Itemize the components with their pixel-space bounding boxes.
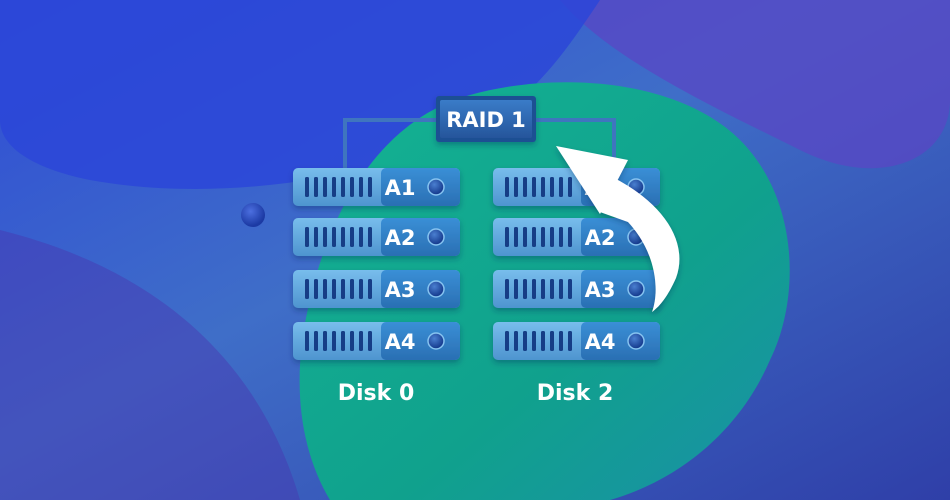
drive-led-icon xyxy=(427,228,445,246)
drive-panel xyxy=(581,270,660,308)
drive-vent-icon xyxy=(505,177,572,197)
connector-left xyxy=(343,118,440,168)
raid-label: RAID 1 xyxy=(446,108,526,132)
drive-panel xyxy=(381,270,460,308)
drive-slot-label: A2 xyxy=(585,226,616,250)
raid-label-box: RAID 1 xyxy=(436,96,536,142)
drive-bay: A3 xyxy=(293,270,460,308)
background-purple-blob xyxy=(560,0,950,169)
drive-panel xyxy=(381,322,460,360)
curved-arrow-icon xyxy=(556,146,680,312)
drive-slot-label: A3 xyxy=(385,278,416,302)
drive-led-icon xyxy=(627,332,645,350)
drive-vent-icon xyxy=(305,331,372,351)
decorative-dot-icon xyxy=(241,203,265,227)
drive-slot-label: A4 xyxy=(385,330,416,354)
drive-led-icon xyxy=(627,280,645,298)
drive-slot-label: A3 xyxy=(585,278,616,302)
drive-bay: A4 xyxy=(493,322,660,360)
drive-slot-label: A1 xyxy=(385,176,416,200)
drive-led-icon xyxy=(427,178,445,196)
drive-bay: A3 xyxy=(493,270,660,308)
drive-vent-icon xyxy=(505,331,572,351)
drive-vent-icon xyxy=(505,279,572,299)
drive-slot-label: A2 xyxy=(385,226,416,250)
drive-vent-icon xyxy=(305,279,372,299)
drive-led-icon xyxy=(427,280,445,298)
disk-0-label: Disk 0 xyxy=(338,381,415,406)
drive-panel xyxy=(381,168,460,206)
drive-led-icon xyxy=(427,332,445,350)
drive-vent-icon xyxy=(305,227,372,247)
background-left-shade xyxy=(0,230,300,500)
drive-bay: A2 xyxy=(293,218,460,256)
drive-bay: A1 xyxy=(293,168,460,206)
connector-right xyxy=(532,118,616,168)
drive-vent-icon xyxy=(505,227,572,247)
drive-panel xyxy=(381,218,460,256)
drive-panel xyxy=(581,322,660,360)
drive-vent-icon xyxy=(305,177,372,197)
drive-bay: A4 xyxy=(293,322,460,360)
drive-slot-label: A4 xyxy=(585,330,616,354)
disk-2-label: Disk 2 xyxy=(537,381,614,406)
raid-connectors xyxy=(343,118,616,168)
